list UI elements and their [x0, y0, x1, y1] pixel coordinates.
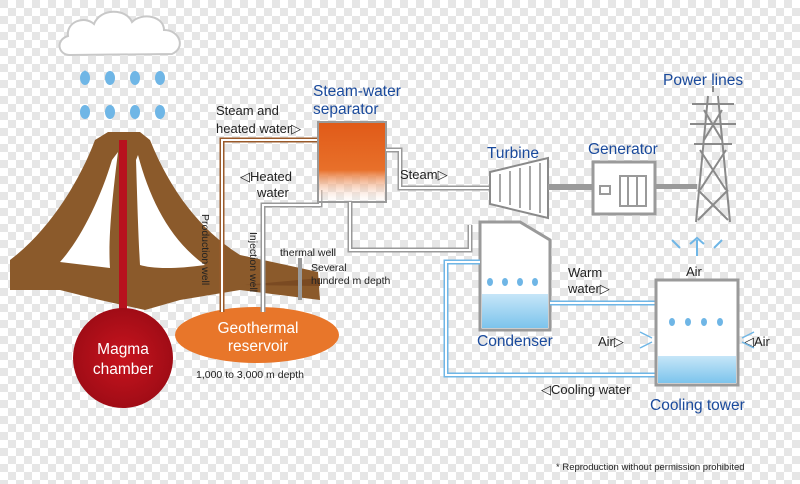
- air-top-label: Air: [686, 264, 703, 279]
- heated-water-label-1: ◁Heated: [240, 169, 292, 184]
- thermal-well-label: thermal well: [280, 247, 336, 259]
- condenser-drops-icon: [487, 278, 538, 286]
- separator-label-1: Steam-water: [313, 83, 401, 100]
- magma-label-1: Magma: [97, 341, 149, 358]
- warm-water-label-2: water▷: [567, 281, 610, 296]
- turbine: [489, 156, 549, 220]
- air-intake-arrows-icon: [639, 331, 755, 349]
- warm-water-label-1: Warm: [568, 265, 602, 280]
- power-tower-icon: [690, 86, 736, 223]
- magma-label-2: chamber: [93, 361, 153, 378]
- condenser: [478, 220, 552, 332]
- injection-well-label: Injection well: [247, 232, 259, 292]
- geothermal-label-1: Geothermal: [218, 320, 299, 337]
- power-lines-label: Power lines: [663, 72, 743, 89]
- hundred-m-depth-label: hundred m depth: [311, 275, 391, 287]
- steam-and-label: Steam and: [216, 103, 279, 118]
- geothermal-reservoir: [175, 307, 339, 363]
- power-cable: [655, 184, 697, 189]
- several-label: Several: [311, 262, 347, 274]
- heated-water-label-2: water: [256, 185, 289, 200]
- air-right-label: ◁Air: [744, 334, 771, 349]
- heated-water-up-label: heated water▷: [216, 121, 301, 136]
- air-exhaust-arrow-icon: [671, 236, 723, 256]
- cooling-tower: [654, 278, 740, 387]
- magma-chamber: [73, 308, 173, 408]
- condenser-label: Condenser: [477, 333, 553, 350]
- cooling-tower-drops-icon: [669, 318, 723, 326]
- steam-water-separator: [317, 121, 387, 203]
- volcano-ground: [10, 132, 320, 310]
- geothermal-label-2: reservoir: [228, 338, 288, 355]
- depth-range-label: 1,000 to 3,000 m depth: [196, 369, 304, 381]
- steam-label: Steam▷: [400, 167, 448, 182]
- cooling-tower-label: Cooling tower: [650, 397, 745, 414]
- generator: [591, 160, 657, 216]
- cooling-water-label: ◁Cooling water: [541, 382, 631, 397]
- turbine-label: Turbine: [487, 145, 539, 162]
- cloud-icon: [58, 10, 181, 57]
- turbine-shaft: [548, 184, 592, 190]
- production-well-inner: [221, 139, 318, 312]
- footnote: * Reproduction without permission prohib…: [556, 462, 745, 473]
- production-well-label: Production well: [199, 214, 211, 285]
- raindrops-icon: [80, 70, 165, 119]
- magma-conduit: [119, 140, 127, 340]
- air-left-label: Air▷: [598, 334, 624, 349]
- separator-label-2: separator: [313, 101, 378, 118]
- generator-label: Generator: [588, 141, 658, 158]
